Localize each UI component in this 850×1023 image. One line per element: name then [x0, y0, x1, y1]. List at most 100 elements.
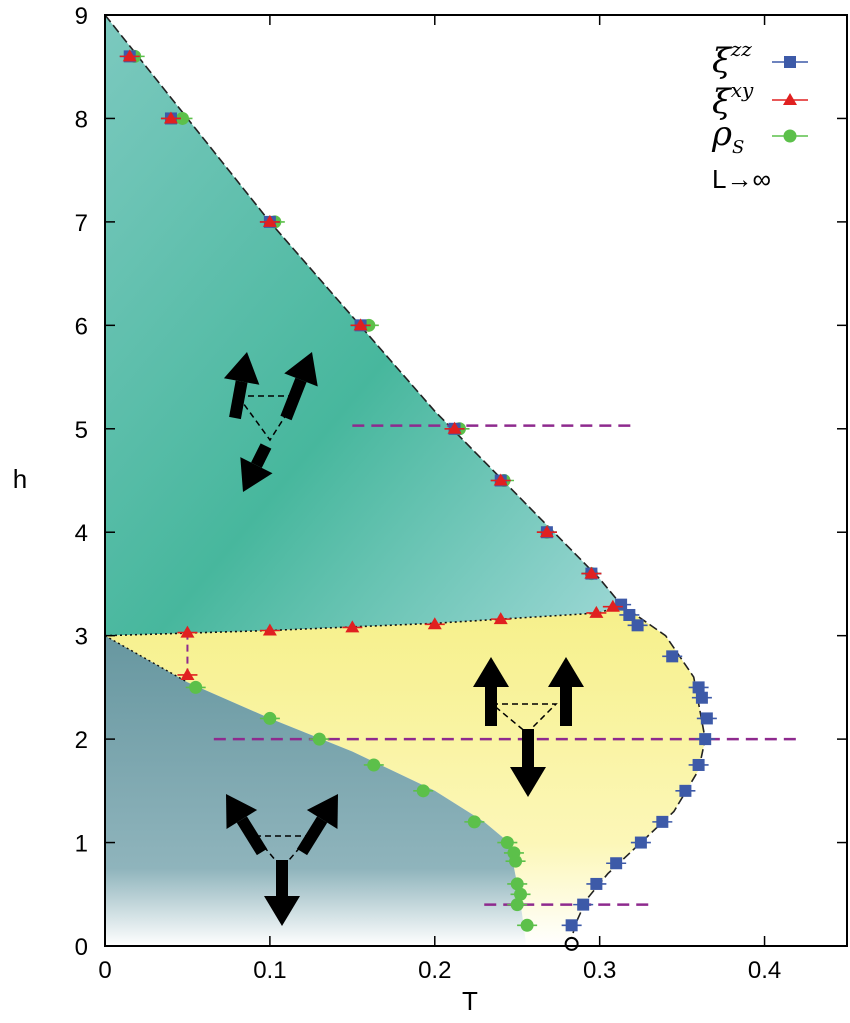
plot-frame: [104, 14, 848, 947]
middle-arrow-right: [548, 657, 584, 726]
marker-xi_zz-10: [627, 619, 648, 632]
y-tick-label-8: 8: [75, 106, 88, 133]
marker-xi_zz-18: [652, 815, 673, 828]
marker-rho_s-17: [507, 877, 528, 891]
marker-rho_s-14: [497, 836, 518, 850]
marker-xi_zz-15-shape: [699, 733, 712, 746]
lower-arrow-left-head: [226, 794, 258, 829]
marker-xi_xy-9-shape: [589, 605, 604, 618]
legend-label-xi-xy: ξxy: [712, 78, 754, 122]
upper-arrow-right: [280, 352, 318, 421]
marker-xi_xy-3: [350, 318, 371, 331]
lower-arrow-down: [264, 860, 300, 926]
marker-xi_xy-8-shape: [605, 599, 620, 612]
middle-arrow-left-head: [473, 657, 509, 687]
marker-rho_s-8-shape: [189, 680, 203, 694]
marker-xi_xy-7-shape: [584, 566, 599, 579]
marker-xi_xy-10: [490, 612, 511, 625]
marker-xi_zz-15: [695, 733, 716, 746]
marker-xi_zz-9: [619, 608, 640, 621]
marker-xi_xy-2-shape: [262, 214, 277, 227]
y-tick-label-3: 3: [75, 624, 88, 651]
marker-xi_zz-20-shape: [610, 857, 623, 870]
marker-xi_zz-16: [688, 758, 709, 771]
legend-sample-xi-xy-shape: [783, 93, 797, 105]
marker-xi_zz-20: [606, 857, 627, 870]
marker-xi_xy-9: [586, 605, 607, 618]
marker-xi_zz-12: [688, 681, 709, 694]
marker-xi_xy-12: [342, 620, 363, 633]
marker-xi_xy-5: [490, 473, 511, 486]
y-tick-label-6: 6: [75, 313, 88, 340]
marker-xi_xy-11-shape: [427, 617, 442, 630]
y-tick-label-1: 1: [75, 831, 88, 858]
legend-sample-rho-s-shape: [783, 129, 797, 143]
y-tick-label-5: 5: [75, 417, 88, 444]
marker-xi_xy-13: [259, 623, 280, 636]
marker-xi_zz-13-shape: [695, 691, 708, 704]
marker-rho_s-19: [507, 898, 528, 912]
marker-rho_s-9-shape: [263, 711, 277, 725]
upper-arrow-left: [223, 352, 260, 420]
marker-xi_xy-10-shape: [493, 612, 508, 625]
legend-label-xi-zz: ξzz: [712, 37, 752, 81]
marker-xi_xy-6-shape: [539, 525, 554, 538]
lower-arrow-left: [226, 794, 268, 856]
legend-sample-xi-zz-shape: [784, 56, 796, 68]
marker-xi_xy-2: [259, 214, 280, 227]
marker-xi_zz-22: [573, 898, 594, 911]
lower-arrow-left-shaft: [236, 816, 268, 856]
lower-arrow-down-head: [264, 896, 300, 926]
marker-xi_xy-5-shape: [493, 473, 508, 486]
legend-samples: [772, 56, 808, 143]
upper-arrow-left-shaft: [229, 380, 248, 420]
marker-xi_zz-23-shape: [565, 919, 578, 932]
y-tick-label-4: 4: [75, 520, 88, 547]
marker-xi_xy-0: [119, 49, 140, 62]
marker-rho_s-1-shape: [175, 111, 189, 125]
legend-label-rho-s: ρS: [711, 114, 744, 158]
marker-xi_zz-17: [675, 784, 696, 797]
marker-rho_s-20-shape: [520, 918, 534, 932]
x-tick-label-4: 0.4: [748, 957, 781, 984]
marker-xi_xy-15: [177, 667, 198, 680]
middle-arrow-down: [510, 729, 546, 797]
marker-xi_xy-15-shape: [180, 667, 195, 680]
marker-xi_zz-17-shape: [679, 784, 692, 797]
lower-boundary-line: [104, 635, 188, 683]
marker-xi_zz-21-shape: [590, 877, 603, 890]
marker-xi_xy-11: [424, 617, 445, 630]
marker-xi_xy-12-shape: [345, 620, 360, 633]
upper-arrow-down: [240, 443, 273, 492]
legend-label-limit: L→∞: [712, 164, 771, 194]
marker-xi_zz-10-shape: [631, 619, 644, 632]
marker-rho_s-16-shape: [509, 854, 523, 868]
marker-xi_zz-12-shape: [692, 681, 705, 694]
marker-xi_zz-14-shape: [700, 712, 713, 725]
marker-xi_xy-13-shape: [262, 623, 277, 636]
y-tick-label-2: 2: [75, 727, 88, 754]
marker-xi_zz-18-shape: [656, 815, 669, 828]
marker-rho_s-13-shape: [467, 815, 481, 829]
marker-rho_s-10-shape: [312, 732, 326, 746]
marker-xi_zz-11: [662, 650, 683, 663]
marker-xi_zz-19: [630, 836, 651, 849]
y-tick-label-0: 0: [75, 934, 88, 961]
marker-xi_xy-1-shape: [163, 111, 178, 124]
region-middle: [105, 604, 706, 946]
legend-sample-xi-zz: [772, 56, 808, 68]
marker-rho_s-19-shape: [510, 898, 524, 912]
marker-xi_xy-3-shape: [353, 318, 368, 331]
marker-xi_xy-4: [444, 421, 465, 434]
marker-xi_zz-9-shape: [623, 608, 636, 621]
marker-rho_s-18-shape: [514, 887, 528, 901]
lower-arrow-right: [296, 794, 338, 856]
middle-arrow-right-head: [548, 657, 584, 687]
marker-rho_s-12-shape: [416, 784, 430, 798]
marker-rho_s-10: [309, 732, 330, 746]
legend: ξzz ξxy ρS L→∞: [711, 37, 808, 194]
lower-arrow-right-head: [306, 794, 338, 829]
marker-xi_xy-1: [160, 111, 181, 124]
x-tick-label-3: 0.3: [583, 957, 616, 984]
